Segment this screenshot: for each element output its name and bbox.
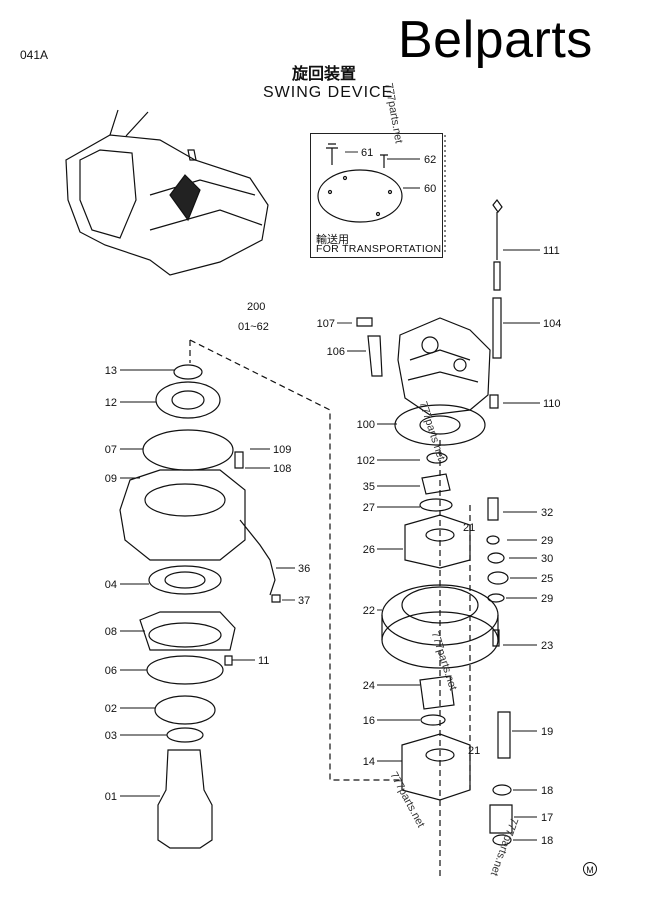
callout-111: 111 [543,245,560,257]
transport-label-english: FOR TRANSPORTATION [316,243,442,255]
callout-107: 107 [316,318,335,330]
left-housing-column [119,364,281,849]
callout-29-upper: 29 [541,535,554,547]
callout-102: 102 [356,455,375,467]
callout-13: 13 [104,365,117,377]
callout-01: 01 [104,791,117,803]
callout-21-lower: 21 [468,745,481,757]
callout-07: 07 [104,444,117,456]
callout-03: 03 [104,730,117,742]
transportation-inset-box [310,133,443,258]
callout-32: 32 [541,507,554,519]
transport-label-japanese: 輸送用 [316,234,349,246]
callout-25: 25 [541,573,554,585]
transport-cover-part [317,143,403,223]
dipstick-and-pipe [492,199,503,359]
page-code: 041A [20,48,49,62]
m-mark: M [583,862,597,876]
callout-60: 60 [424,183,437,195]
callout-12: 12 [104,397,117,409]
assembly-range: 01~62 [238,321,269,333]
callout-14: 14 [362,756,375,768]
callout-62: 62 [424,154,437,166]
callout-22: 22 [362,605,375,617]
title-english: SWING DEVICE [263,84,394,101]
title-japanese: 旋回装置 [292,66,357,83]
excavator-sketch [65,109,269,276]
callout-100: 100 [356,419,375,431]
upper-planetary-stage [381,452,509,669]
callout-24: 24 [362,680,375,692]
callout-29-lower: 29 [541,593,554,605]
assembly-number: 200 [247,301,266,313]
callout-110: 110 [543,398,561,410]
callout-19: 19 [541,726,554,738]
callout-11: 11 [258,655,270,667]
callout-37: 37 [298,595,311,607]
callout-35: 35 [362,481,375,493]
callout-23: 23 [541,640,554,652]
callout-06: 06 [104,665,117,677]
callout-18-upper: 18 [541,785,554,797]
callout-109: 109 [273,444,292,456]
callout-61: 61 [361,147,374,159]
callout-108: 108 [273,463,292,475]
callout-18-lower: 18 [541,835,554,847]
callout-106: 106 [326,346,345,358]
callout-08: 08 [104,626,117,638]
callout-17: 17 [541,812,554,824]
callout-26: 26 [362,544,375,556]
brand-logo: Belparts [398,11,593,69]
callout-104: 104 [543,318,562,330]
callout-04: 04 [104,579,117,591]
callout-30: 30 [541,553,554,565]
callout-09: 09 [104,473,117,485]
leader-lines [120,151,540,841]
assembly-axis-lines [189,339,471,880]
callout-27: 27 [362,502,375,514]
callout-21-upper: 21 [463,522,476,534]
callout-16: 16 [362,715,375,727]
callout-02: 02 [104,703,117,715]
callout-36: 36 [298,563,311,575]
